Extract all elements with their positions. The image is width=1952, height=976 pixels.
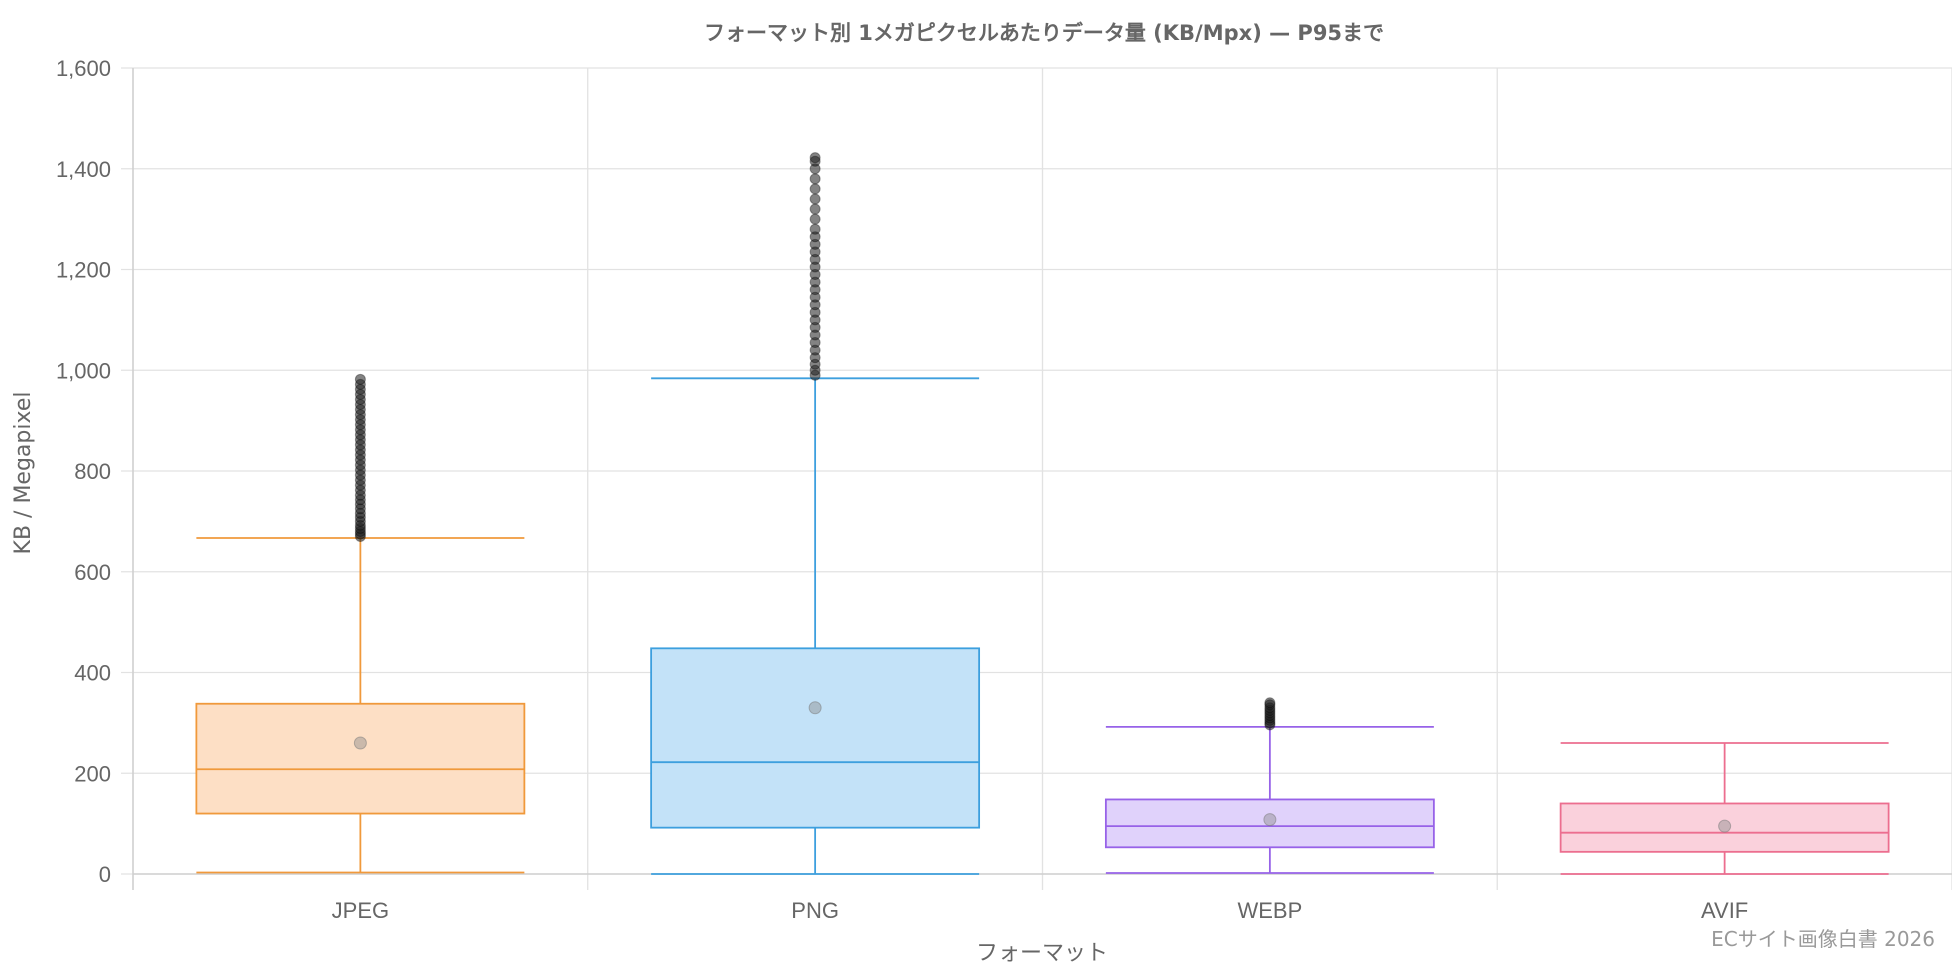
y-tick-label: 600	[74, 560, 111, 585]
y-tick-label: 1,200	[56, 258, 111, 283]
box-layer	[195, 152, 1890, 875]
y-tick-label: 1,400	[56, 157, 111, 182]
outlier-point	[809, 223, 821, 235]
outlier-point	[809, 203, 821, 215]
box-group-jpeg	[195, 373, 526, 874]
mean-point	[808, 701, 822, 715]
x-tick-label: AVIF	[1701, 898, 1748, 923]
outlier-point	[809, 173, 821, 185]
iqr-box	[650, 647, 981, 829]
y-tick-label: 1,600	[56, 56, 111, 81]
y-tick-label: 200	[74, 761, 111, 786]
x-axis-title: フォーマット	[976, 941, 1108, 966]
chart-title: フォーマット別 1メガピクセルあたりデータ量 (KB/Mpx) — P95まで	[704, 21, 1384, 45]
box-group-png	[650, 152, 981, 875]
y-tick-label: 0	[99, 862, 111, 887]
box-group-webp	[1104, 697, 1435, 874]
y-tick-label: 400	[74, 661, 111, 686]
x-tick-label: WEBP	[1237, 898, 1302, 923]
y-tick-label: 800	[74, 459, 111, 484]
outlier-point	[809, 183, 821, 195]
iqr-box	[1559, 802, 1890, 853]
y-tick-label: 1,000	[56, 358, 111, 383]
box-group-avif	[1559, 742, 1890, 875]
outlier-point	[1264, 697, 1276, 709]
grid-layer	[121, 67, 1952, 890]
iqr-box	[195, 702, 526, 815]
watermark-text: ECサイト画像白書 2026	[1711, 927, 1935, 951]
y-axis-title: KB / Megapixel	[11, 392, 36, 555]
outlier-point	[354, 373, 366, 385]
outlier-point	[809, 193, 821, 205]
mean-point	[353, 736, 367, 750]
outlier-point	[809, 213, 821, 225]
mean-point	[1718, 819, 1732, 833]
mean-point	[1263, 813, 1277, 827]
x-tick-label: JPEG	[332, 898, 389, 923]
iqr-box	[1104, 798, 1435, 849]
x-tick-label: PNG	[791, 898, 839, 923]
outlier-point	[809, 152, 821, 164]
